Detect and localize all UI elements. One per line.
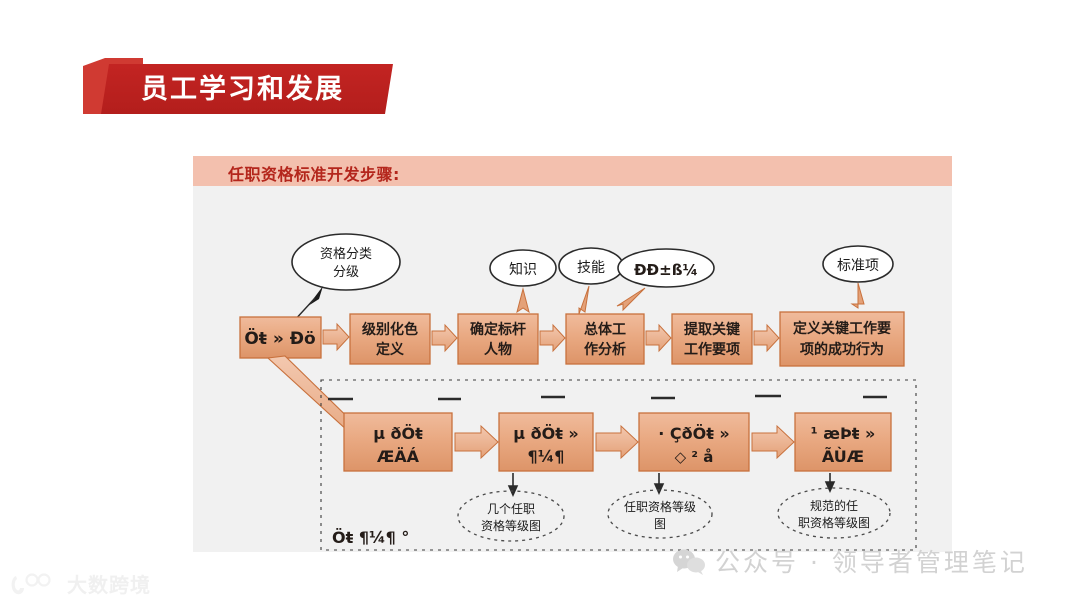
- row2-callout-oval-1: 几个任职 资格等级图: [457, 490, 565, 542]
- row2-callout-oval-3-line2: 职资格等级图: [798, 515, 870, 530]
- row1-box-2-line1: 级别化色: [362, 321, 418, 338]
- row2-callout-oval-2: 任职资格等级 图: [607, 489, 713, 539]
- callout-oval-1-line2: 分级: [333, 265, 359, 280]
- wechat-watermark-text: 公众号 · 领导者管理笔记: [715, 547, 1028, 577]
- row1-box-4-line1: 总体工: [584, 321, 626, 338]
- callout-oval-4: ÐÐ±ß¼: [617, 248, 715, 288]
- brand-logo: 大数跨境: [8, 572, 151, 598]
- row2-box-3-line1: · ÇðÖŧ »: [658, 424, 730, 443]
- row2-box-3: · ÇðÖŧ » ◇ ² å: [638, 412, 750, 472]
- row1-box-6-line1: 定义关键工作要: [793, 320, 891, 337]
- brand-logo-text: 大数跨境: [67, 573, 151, 597]
- row1-arrow-2: [431, 323, 458, 353]
- row1-box-3: 确定标杆 人物: [457, 313, 539, 365]
- row2-box-4-line2: ÃÙÆ: [822, 447, 864, 466]
- row1-box-1-line1: Öŧ » Ðö: [244, 327, 315, 349]
- row1-box-4-line2: 作分析: [584, 341, 626, 358]
- row1-box-5: 提取关键 工作要项: [671, 313, 753, 365]
- callout-oval-4-line1: ÐÐ±ß¼: [634, 261, 698, 279]
- row2-box-2-line1: µ ðÖŧ »: [513, 424, 579, 443]
- row1-arrow-3: [539, 323, 566, 353]
- callout-oval-3-line1: 技能: [577, 260, 605, 276]
- callout-oval-1-line1: 资格分类: [320, 246, 372, 262]
- callout-oval-5: 标准项: [822, 245, 894, 283]
- callout-oval-1: 资格分类 分级: [291, 233, 401, 323]
- row2-box-2: µ ðÖŧ » ¶¼¶: [498, 412, 594, 472]
- row2-arrow-3: [751, 424, 795, 460]
- brand-mark-icon: [11, 573, 51, 595]
- row1-arrow-4: [645, 323, 672, 353]
- row2-callout-oval-2-line2: 图: [654, 517, 666, 531]
- row2-callout-oval-2-line1: 任职资格等级: [624, 499, 696, 514]
- row2-box-1-line1: µ ðÖŧ: [373, 424, 423, 443]
- panel-header-bar: 任职资格标准开发步骤:: [193, 156, 952, 186]
- row2-arrow-1: [454, 424, 499, 460]
- row2-callout-oval-3: 规范的任 职资格等级图: [777, 487, 891, 539]
- row1-arrow-1: [322, 322, 350, 352]
- row2-tick-marks: [328, 394, 887, 401]
- process-diagram: 资格分类 分级 知识 技能 ÐÐ±ß¼ 标准项: [193, 186, 952, 552]
- row2-dashed-region: [320, 379, 917, 551]
- title-banner: 员工学习和发展: [83, 58, 393, 114]
- row1-box-3-line1: 确定标杆: [470, 321, 526, 338]
- row1-box-2-line2: 定义: [376, 341, 404, 358]
- content-panel: 任职资格标准开发步骤: 资格分类 分级: [193, 156, 952, 552]
- row2-box-3-line2: ◇ ² å: [675, 448, 714, 466]
- row2-note-text: Öŧ ¶¼¶ °: [332, 528, 409, 547]
- wechat-watermark: 公众号 · 领导者管理笔记: [672, 548, 1028, 576]
- row1-box-4: 总体工 作分析: [565, 313, 645, 365]
- row2-box-1: µ ðÖŧ ÆÄÁ: [343, 412, 453, 472]
- row2-box-4: ¹ æÞŧ » ÃÙÆ: [794, 412, 892, 472]
- wechat-icon: [673, 549, 705, 575]
- row1-arrow-5: [753, 323, 780, 353]
- row2-callout-oval-1-line2: 资格等级图: [481, 518, 541, 533]
- row1-box-5-line1: 提取关键: [684, 321, 741, 338]
- callout-oval-3: 技能: [558, 247, 624, 285]
- callout-connector-arrows: [516, 282, 865, 315]
- panel-header-title: 任职资格标准开发步骤:: [228, 165, 400, 184]
- row2-box-4-line1: ¹ æÞŧ »: [811, 424, 876, 443]
- callout-oval-2-line1: 知识: [509, 261, 537, 278]
- row2-arrow-2: [595, 424, 639, 460]
- row1-box-2: 级别化色 定义: [349, 313, 431, 365]
- callout-oval-2: 知识: [489, 249, 557, 287]
- row1-box-3-line2: 人物: [484, 341, 512, 358]
- row2-down-connectors: [507, 473, 836, 497]
- row1-box-5-line2: 工作要项: [684, 341, 740, 358]
- row2-callout-oval-3-line1: 规范的任: [810, 498, 858, 513]
- row2-box-1-line2: ÆÄÁ: [377, 447, 420, 466]
- row1-box-1: Öŧ » Ðö: [239, 316, 322, 359]
- row2-callout-oval-1-line1: 几个任职: [487, 502, 535, 516]
- callout-oval-5-line1: 标准项: [837, 258, 879, 274]
- row2-box-2-line2: ¶¼¶: [528, 447, 565, 466]
- page-title: 员工学习和发展: [141, 73, 344, 105]
- title-banner-plate: 员工学习和发展: [101, 64, 393, 114]
- row1-box-6-line2: 项的成功行为: [800, 341, 884, 358]
- row1-box-6: 定义关键工作要 项的成功行为: [779, 311, 905, 367]
